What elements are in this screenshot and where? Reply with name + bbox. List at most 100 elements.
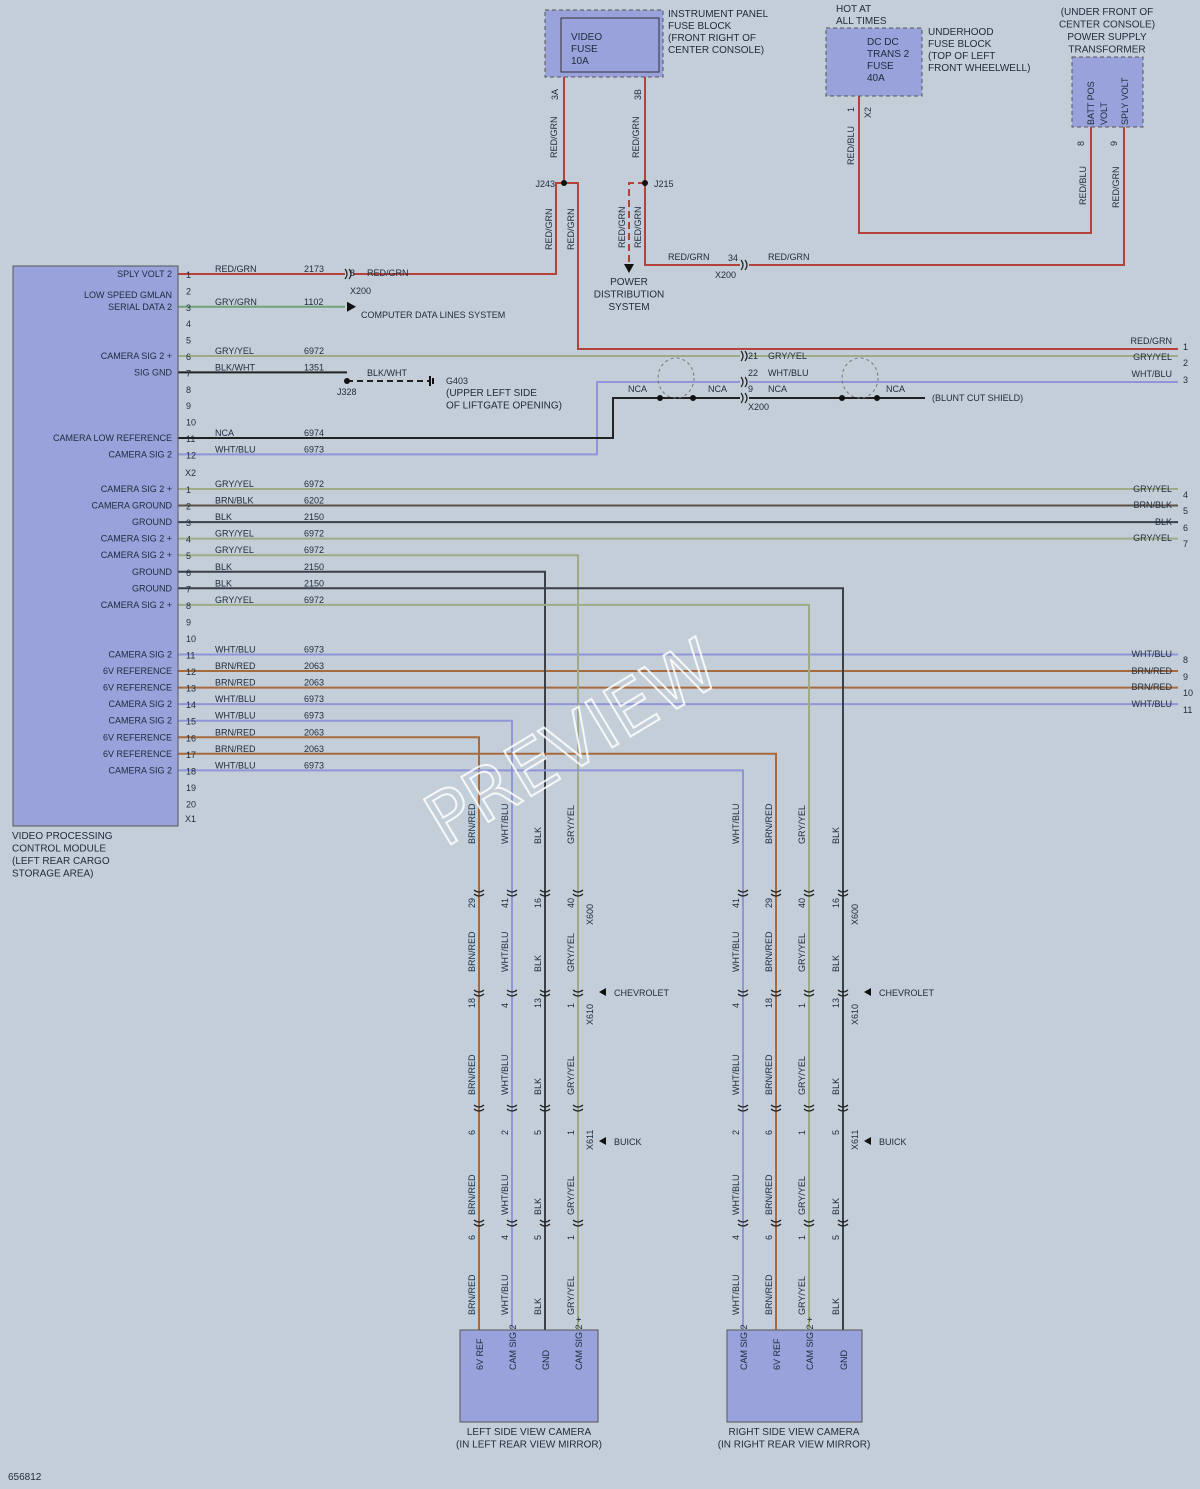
- nca-label: NCA: [886, 384, 905, 394]
- transformer-pin-name: BATT POS: [1086, 81, 1096, 125]
- right-edge-wire-label: WHT/BLU: [1132, 649, 1173, 659]
- x1-pin-number: 20: [186, 799, 196, 809]
- x2-circuit-number: 6973: [304, 444, 324, 454]
- x2-wire-color: GRY/GRN: [215, 297, 257, 307]
- x1-pin-label: 6V REFERENCE: [103, 732, 172, 742]
- video-fuse: [560, 17, 660, 73]
- x1-pin-number: 2: [186, 502, 191, 512]
- left-camera-inline-connector: [572, 1104, 584, 1112]
- x1-circuit-number: 6973: [304, 645, 324, 655]
- ground-location-label: OF LIFTGATE OPENING): [446, 401, 562, 412]
- connector-x2-label: X2: [185, 468, 196, 478]
- shield-oval: [657, 357, 695, 399]
- fuse-pin-3a: 3A: [550, 89, 560, 100]
- wire-color-label: BRN/RED: [467, 1174, 477, 1215]
- x1-pin-number: 11: [186, 651, 195, 661]
- right-camera-inline-connector: [770, 889, 782, 897]
- fuse-block-description: CENTER CONSOLE): [668, 45, 764, 56]
- x1-pin-number: 8: [186, 601, 191, 611]
- ground-g403-label: G403: [446, 376, 468, 386]
- x600-pin-number: 29: [467, 898, 477, 908]
- wire-color-label: BLK/WHT: [367, 368, 408, 378]
- x2-pin-label: SIG GND: [134, 367, 173, 377]
- right-edge-number: 7: [1183, 539, 1188, 549]
- x611-pin-number: 5: [533, 1130, 543, 1135]
- right-edge-wire-label: GRY/YEL: [1133, 533, 1172, 543]
- dcdc-connector: X2: [863, 107, 873, 118]
- right-camera-pin-label: GND: [839, 1350, 849, 1371]
- wire-color-label: GRY/YEL: [566, 933, 576, 972]
- nca-label: NCA: [768, 384, 787, 394]
- x1-pin-label: CAMERA GROUND: [91, 501, 172, 511]
- x1-circuit-number: 6202: [304, 496, 324, 506]
- connector-x600-label: X600: [850, 904, 860, 925]
- x1-circuit-number: 6972: [304, 529, 324, 539]
- x1-wire-color: BLK: [215, 562, 232, 572]
- x200-pin-34: 34: [728, 253, 738, 263]
- right-edge-wire-label: BRN/RED: [1131, 666, 1172, 676]
- x1-wire-color: WHT/BLU: [215, 645, 256, 655]
- x611-pin-number: 6: [467, 1235, 477, 1240]
- wire-color-label: BLK: [831, 1298, 841, 1315]
- wire-color-label: RED/GRN: [367, 268, 409, 278]
- x600-pin-number: 16: [533, 898, 543, 908]
- right-camera-pin-label: 6V REF: [772, 1338, 782, 1370]
- wire-color-label: GRY/YEL: [566, 1276, 576, 1315]
- wire-x2-pin12: [178, 381, 740, 456]
- left-camera-pin-label: 6V REF: [475, 1338, 485, 1370]
- left-camera-title: (IN LEFT REAR VIEW MIRROR): [456, 1440, 602, 1451]
- wire-color-label: BLK: [533, 955, 543, 972]
- x1-pin-label: GROUND: [132, 583, 172, 593]
- connector-x200-pin22: [740, 376, 748, 388]
- left-camera-wire-gry-yel: [178, 554, 579, 1330]
- x1-wire-color: WHT/BLU: [215, 760, 256, 770]
- wire-color-label: WHT/BLU: [731, 804, 741, 845]
- wire-j243-to-edge-1: [564, 182, 1178, 350]
- right-camera-title: (IN RIGHT REAR VIEW MIRROR): [718, 1440, 871, 1451]
- x1-wire-color: BRN/RED: [215, 661, 256, 671]
- underhood-fuse-description: FUSE BLOCK: [928, 39, 992, 50]
- wire-color-label: BRN/RED: [467, 1054, 477, 1095]
- wire-color-label: BLK: [831, 1078, 841, 1095]
- right-camera-inline-connector: [737, 1104, 749, 1112]
- x1-pin-label: CAMERA SIG 2: [108, 699, 172, 709]
- x2-circuit-number: 1351: [304, 362, 324, 372]
- x2-pin-label: SERIAL DATA 2: [108, 302, 172, 312]
- x1-circuit-number: 2063: [304, 744, 324, 754]
- x611-pin-number: 2: [500, 1130, 510, 1135]
- wire-color-label: WHT/BLU: [500, 1055, 510, 1096]
- video-fuse-label: 10A: [571, 56, 589, 67]
- buick-label: BUICK: [614, 1137, 642, 1147]
- right-camera-inline-connector: [737, 989, 749, 997]
- x1-circuit-number: 2063: [304, 678, 324, 688]
- x1-pin-number: 6: [186, 568, 191, 578]
- x1-circuit-number: 2063: [304, 661, 324, 671]
- fuse-block-description: FUSE BLOCK: [668, 21, 732, 32]
- x2-pin-number: 7: [186, 368, 191, 378]
- x2-pin-label: CAMERA SIG 2 +: [101, 351, 172, 361]
- x600-pin-number: 41: [500, 898, 510, 908]
- left-camera-pin-label: CAM SIG 2 +: [574, 1317, 584, 1370]
- x1-circuit-number: 6973: [304, 711, 324, 721]
- left-camera-inline-connector: [539, 989, 551, 997]
- right-camera-pin-label: CAM SIG 2 +: [805, 1317, 815, 1370]
- left-camera-pin-label: GND: [541, 1350, 551, 1371]
- left-camera-inline-connector: [572, 989, 584, 997]
- x600-pin-number: 16: [831, 898, 841, 908]
- underhood-fuse-description: UNDERHOOD: [928, 27, 994, 38]
- wire-color-label: BRN/RED: [764, 1174, 774, 1215]
- wire-color-label: WHT/BLU: [500, 1275, 510, 1316]
- wire-color-label: GRY/YEL: [566, 1056, 576, 1095]
- connector-pointer: [864, 1137, 871, 1145]
- right-camera-inline-connector: [737, 1219, 749, 1227]
- left-camera-wire-blk: [178, 570, 546, 1330]
- x1-pin-label: 6V REFERENCE: [103, 683, 172, 693]
- fuse-block-description: (FRONT RIGHT OF: [668, 33, 756, 44]
- right-camera-inline-connector: [770, 1104, 782, 1112]
- x2-pin-number: 4: [186, 319, 191, 329]
- wire-color-label: GRY/YEL: [566, 1176, 576, 1215]
- chevrolet-label: CHEVROLET: [879, 988, 935, 998]
- dcdc-fuse-pin: 1: [846, 107, 856, 112]
- splice-j215-label: J215: [654, 179, 674, 189]
